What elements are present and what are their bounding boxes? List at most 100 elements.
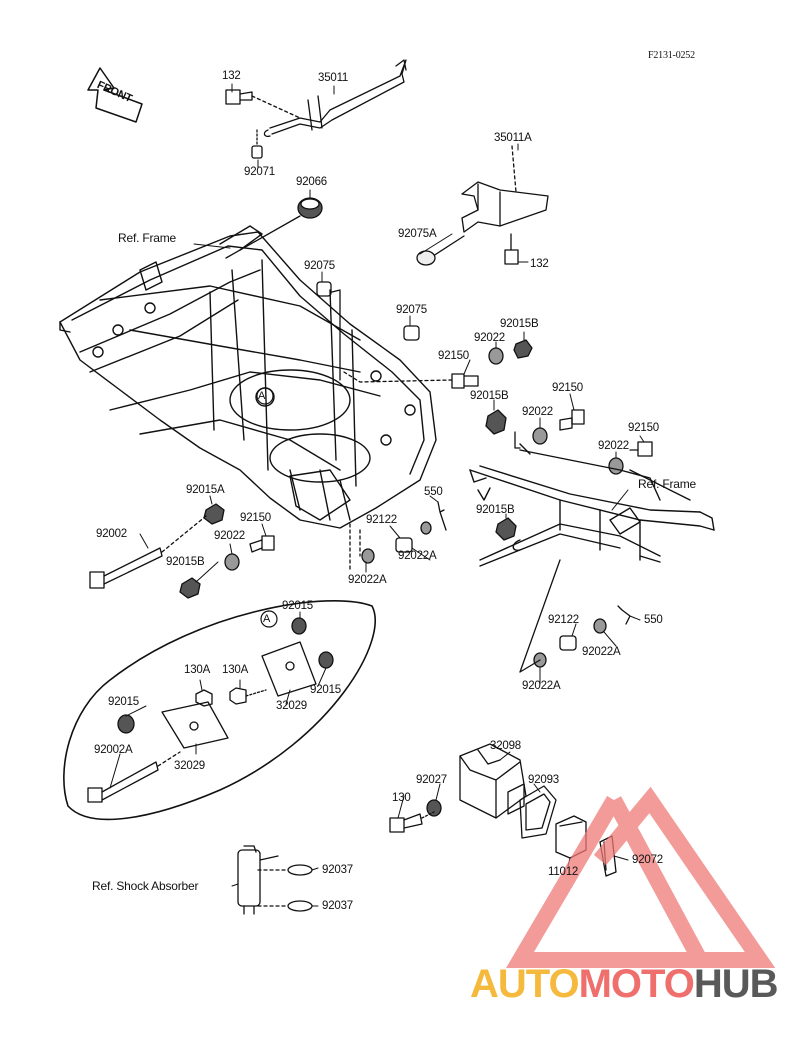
label-92150-1: 92150 bbox=[438, 350, 469, 362]
bolt-92150-2 bbox=[559, 409, 585, 431]
grommet-92066 bbox=[225, 197, 323, 259]
front-arrow-icon bbox=[87, 67, 143, 123]
label-130A-1: 130A bbox=[184, 664, 211, 676]
label-92022A-1: 92022A bbox=[398, 550, 437, 562]
label-32029-2: 32029 bbox=[174, 760, 205, 772]
label-92075A: 92075A bbox=[398, 228, 437, 240]
label-92015B-3: 92015B bbox=[476, 504, 515, 516]
label-132-right: 132 bbox=[530, 258, 549, 270]
label-11012: 11012 bbox=[548, 866, 579, 878]
bracket-35011 bbox=[263, 59, 407, 138]
label-92002A: 92002A bbox=[94, 744, 133, 756]
washer-92027 bbox=[426, 799, 442, 817]
subframe bbox=[469, 443, 715, 567]
label-35011: 35011 bbox=[318, 72, 349, 84]
label-92072: 92072 bbox=[632, 854, 663, 866]
battery-box-32098 bbox=[459, 743, 527, 819]
washer-92022A-2 bbox=[420, 521, 432, 535]
cotter-pin-550-2 bbox=[617, 605, 631, 625]
detail-a-parts bbox=[87, 617, 334, 803]
label-130A-2: 130A bbox=[222, 664, 249, 676]
nut-92015B-2 bbox=[485, 409, 521, 449]
label-ref-frame-2: Ref. Frame bbox=[638, 477, 697, 491]
washer-92022-2 bbox=[532, 427, 548, 445]
bushing-92122-2 bbox=[559, 635, 577, 651]
label-92075-2: 92075 bbox=[396, 304, 427, 316]
bushing-92075-1 bbox=[316, 281, 341, 381]
label-92022-4: 92022 bbox=[214, 530, 245, 542]
main-frame bbox=[59, 225, 437, 529]
label-92150-2: 92150 bbox=[552, 382, 583, 394]
washer-92022-4 bbox=[224, 553, 240, 571]
label-leaders bbox=[109, 83, 645, 907]
label-92022A-4: 92022A bbox=[522, 680, 561, 692]
detail-a-oval bbox=[63, 600, 376, 821]
label-32029-1: 32029 bbox=[276, 700, 307, 712]
watermark-part-hub: HUB bbox=[693, 962, 779, 1006]
label-550-1: 550 bbox=[424, 486, 443, 498]
nut-92071 bbox=[251, 129, 263, 159]
label-ref-frame-1: Ref. Frame bbox=[118, 231, 177, 245]
label-92015-2: 92015 bbox=[108, 696, 139, 708]
label-92022-3: 92022 bbox=[598, 440, 629, 452]
watermark-part-auto: AUTO bbox=[470, 962, 580, 1006]
label-132-top: 132 bbox=[222, 70, 241, 82]
callout-a-detail: A bbox=[263, 613, 271, 625]
bolt-130 bbox=[389, 811, 435, 833]
cotter-pin-550-1 bbox=[437, 501, 447, 531]
label-92015-3: 92015 bbox=[310, 684, 341, 696]
bolt-132-right bbox=[504, 233, 519, 265]
label-550-2: 550 bbox=[644, 614, 663, 626]
washer-92022-1 bbox=[488, 347, 504, 365]
label-92093: 92093 bbox=[528, 774, 559, 786]
bolt-92150-1 bbox=[343, 371, 479, 389]
bolt-92002 bbox=[89, 515, 207, 589]
label-32098: 32098 bbox=[490, 740, 521, 752]
shock-absorber bbox=[237, 845, 313, 915]
washer-92022A-3 bbox=[593, 618, 607, 634]
washer-92022-3 bbox=[608, 457, 624, 475]
leader-lines-center bbox=[349, 523, 361, 571]
gasket-92093 bbox=[519, 785, 557, 839]
label-92122-2: 92122 bbox=[548, 614, 579, 626]
label-92015B-1: 92015B bbox=[500, 318, 539, 330]
watermark-part-moto: MOTO bbox=[578, 962, 695, 1006]
label-92002: 92002 bbox=[96, 528, 127, 540]
label-92037-1: 92037 bbox=[322, 864, 353, 876]
label-92071: 92071 bbox=[244, 166, 275, 178]
label-35011A: 35011A bbox=[494, 132, 532, 144]
watermark-logo-icon bbox=[506, 786, 776, 968]
callout-a-frame: A bbox=[258, 390, 266, 402]
nut-92015A bbox=[203, 503, 225, 525]
nut-92015B-1 bbox=[513, 339, 533, 359]
bushing-92122-1 bbox=[395, 537, 413, 553]
bolt-132-top bbox=[225, 89, 301, 119]
label-92150-4: 92150 bbox=[240, 512, 271, 524]
bushing-92075-2 bbox=[403, 325, 420, 341]
label-92022-2: 92022 bbox=[522, 406, 553, 418]
label-92022-1: 92022 bbox=[474, 332, 505, 344]
label-ref-shock-absorber: Ref. Shock Absorber bbox=[92, 879, 199, 893]
label-92150-3: 92150 bbox=[628, 422, 659, 434]
label-92015-1: 92015 bbox=[282, 600, 313, 612]
plug-92075A bbox=[416, 250, 436, 266]
label-92037-2: 92037 bbox=[322, 900, 353, 912]
label-130: 130 bbox=[392, 792, 411, 804]
leader-lines-right bbox=[519, 559, 561, 673]
label-92015A: 92015A bbox=[186, 484, 225, 496]
label-92015B-4: 92015B bbox=[166, 556, 205, 568]
label-92022A-2: 92022A bbox=[348, 574, 387, 586]
nut-92015B-3 bbox=[179, 577, 201, 599]
bracket-35011A bbox=[429, 145, 549, 259]
label-92075-1: 92075 bbox=[304, 260, 335, 272]
diagram-code: F2131-0252 bbox=[648, 50, 695, 61]
bolt-92150-4 bbox=[249, 535, 275, 553]
bolt-92150-3 bbox=[629, 441, 653, 457]
label-92122-1: 92122 bbox=[366, 514, 397, 526]
washer-92022A-1 bbox=[361, 548, 375, 564]
label-92015B-2: 92015B bbox=[470, 390, 509, 402]
label-92066: 92066 bbox=[296, 176, 327, 188]
watermark-text: AUTOMOTOHUB bbox=[470, 962, 779, 1007]
